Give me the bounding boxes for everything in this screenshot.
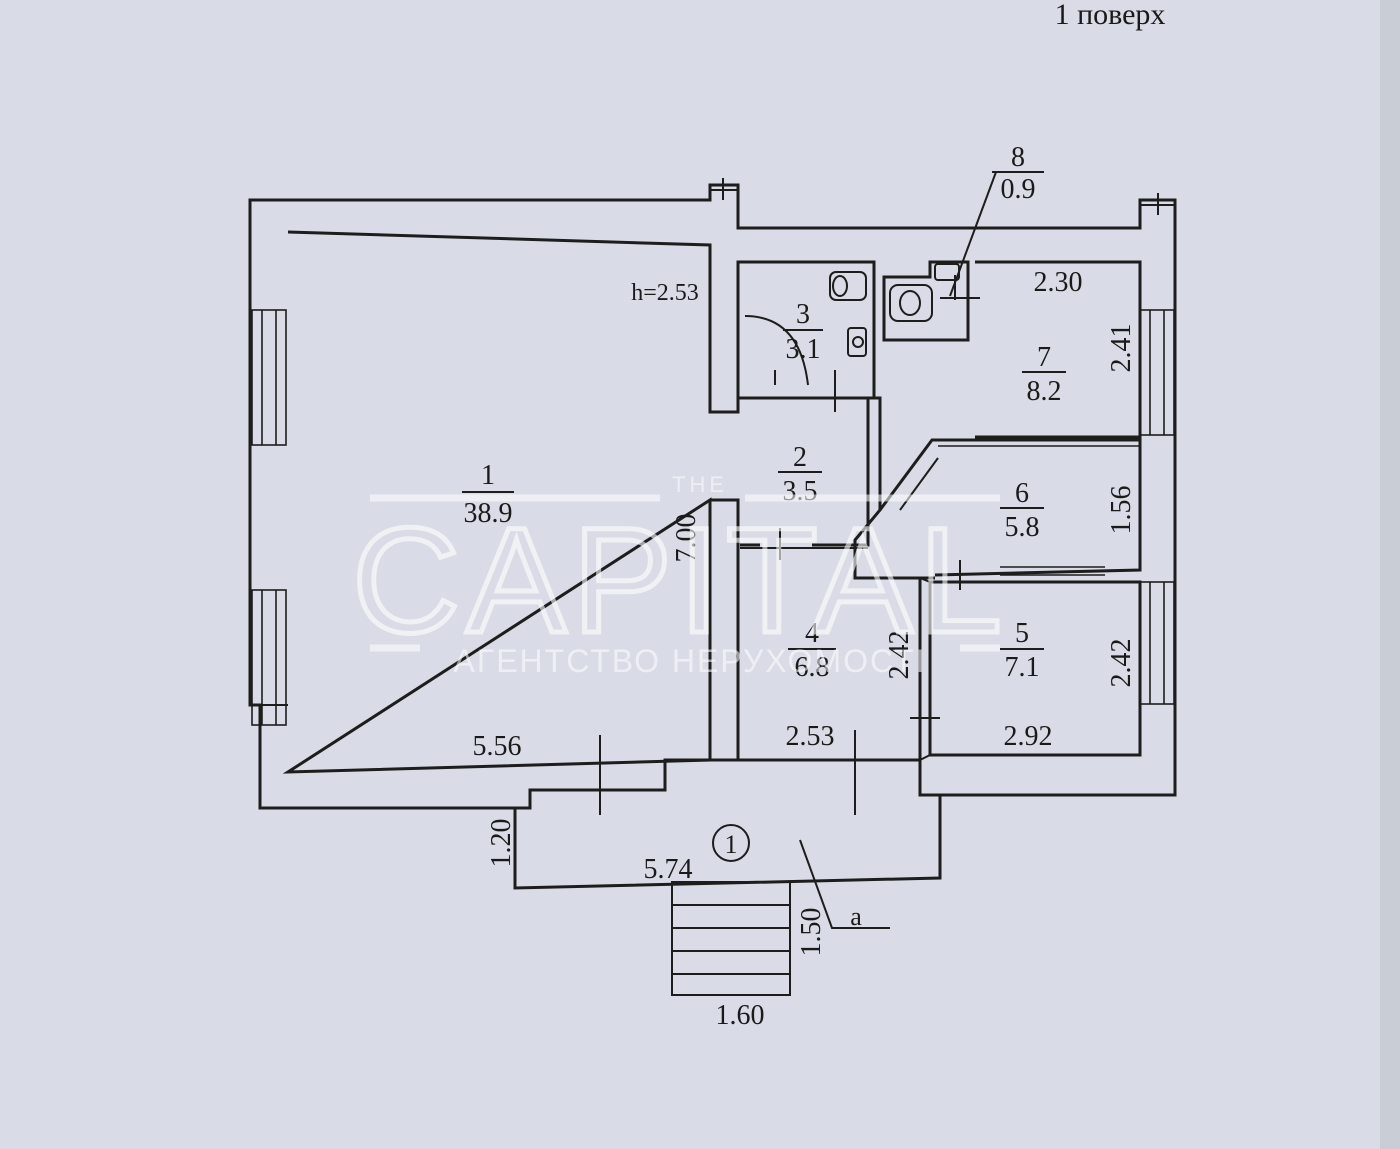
- room-1-number: 1: [481, 460, 495, 491]
- toilet-icon: [829, 271, 867, 301]
- door-marks: [599, 178, 1175, 815]
- dim-room5-height: 2.42: [1106, 639, 1137, 688]
- window-right-room5: [1139, 581, 1175, 705]
- ceiling-height-label: h=2.53: [631, 280, 699, 306]
- watermark: THE CAPITAL АГЕНТСТВО НЕРУХОМОСТІ: [349, 472, 1008, 679]
- room-1-outline: [282, 230, 870, 774]
- watermark-small: THE: [672, 472, 728, 497]
- porch-marker-number: 1: [725, 830, 738, 859]
- room-8-outline: [882, 260, 970, 342]
- dim-room5-width: 2.92: [1004, 721, 1053, 752]
- window-right-room7: [1139, 309, 1175, 436]
- dim-porch-depth: 1.20: [486, 819, 517, 868]
- room-6-outline: [878, 438, 1142, 577]
- dim-stairs-depth: 1.50: [796, 908, 827, 957]
- dim-room4-width: 2.53: [786, 721, 835, 752]
- dim-room7-width: 2.30: [1034, 267, 1083, 298]
- floor-title: 1 поверх: [1055, 0, 1166, 31]
- porch-leader-line: [799, 839, 890, 929]
- door-swing-room3: [744, 315, 809, 386]
- porch-letter: а: [850, 902, 862, 931]
- room-8-leader-line: [949, 171, 997, 297]
- dim-room6-height: 1.56: [1106, 486, 1137, 535]
- porch-marker-circle: [712, 824, 750, 862]
- room-2-area: 3.5: [783, 476, 818, 507]
- window-left-top: [251, 309, 287, 446]
- watermark-subtitle: АГЕНТСТВО НЕРУХОМОСТІ: [454, 643, 927, 679]
- outer-wall-outline: [248, 183, 1177, 810]
- stairs: [671, 881, 791, 996]
- floor-plan: [248, 178, 1177, 996]
- room-7-area: 8.2: [1027, 376, 1062, 407]
- room-4-number: 4: [805, 618, 819, 649]
- paper-edge: [1380, 0, 1400, 1149]
- room-5-outline: [928, 580, 1142, 757]
- room-3-outline: [736, 260, 876, 400]
- corridor-wall: [853, 396, 935, 580]
- watermark-brand: CAPITAL: [352, 496, 1008, 664]
- room-6-number: 6: [1015, 478, 1029, 509]
- room-8-number: 8: [1011, 142, 1025, 173]
- dim-porch-width: 5.74: [644, 854, 693, 885]
- room-labels: 1 38.9 2 3.5 3 3.1 4 6.8 5 7.1 6 5.8 7 8…: [462, 142, 1066, 683]
- room-2-number: 2: [793, 442, 807, 473]
- dim-room4-height: 2.42: [884, 631, 915, 680]
- dim-room7-height: 2.41: [1106, 324, 1137, 373]
- room-3-number: 3: [796, 299, 810, 330]
- glazed-partition-room6: [938, 445, 1140, 576]
- room-7-number: 7: [1037, 342, 1051, 373]
- wc-toilet-icon: [889, 284, 933, 322]
- dim-room1-height: 7.00: [671, 514, 702, 563]
- window-left-bottom: [251, 589, 287, 726]
- room-5-number: 5: [1015, 618, 1029, 649]
- room-3-area: 3.1: [786, 334, 821, 365]
- room-4-area: 6.8: [795, 652, 830, 683]
- dim-stairs-width: 1.60: [716, 1000, 765, 1031]
- dim-room1-width: 5.56: [473, 731, 522, 762]
- sink-icon: [847, 327, 867, 357]
- room-6-area: 5.8: [1005, 512, 1040, 543]
- room-8-area: 0.9: [1001, 174, 1036, 205]
- dimension-labels: 5.56 7.00 2.53 2.42 2.92 2.42 1.56 2.30 …: [473, 267, 1138, 1031]
- room-5-area: 7.1: [1005, 652, 1040, 683]
- room-1-area: 38.9: [464, 498, 513, 529]
